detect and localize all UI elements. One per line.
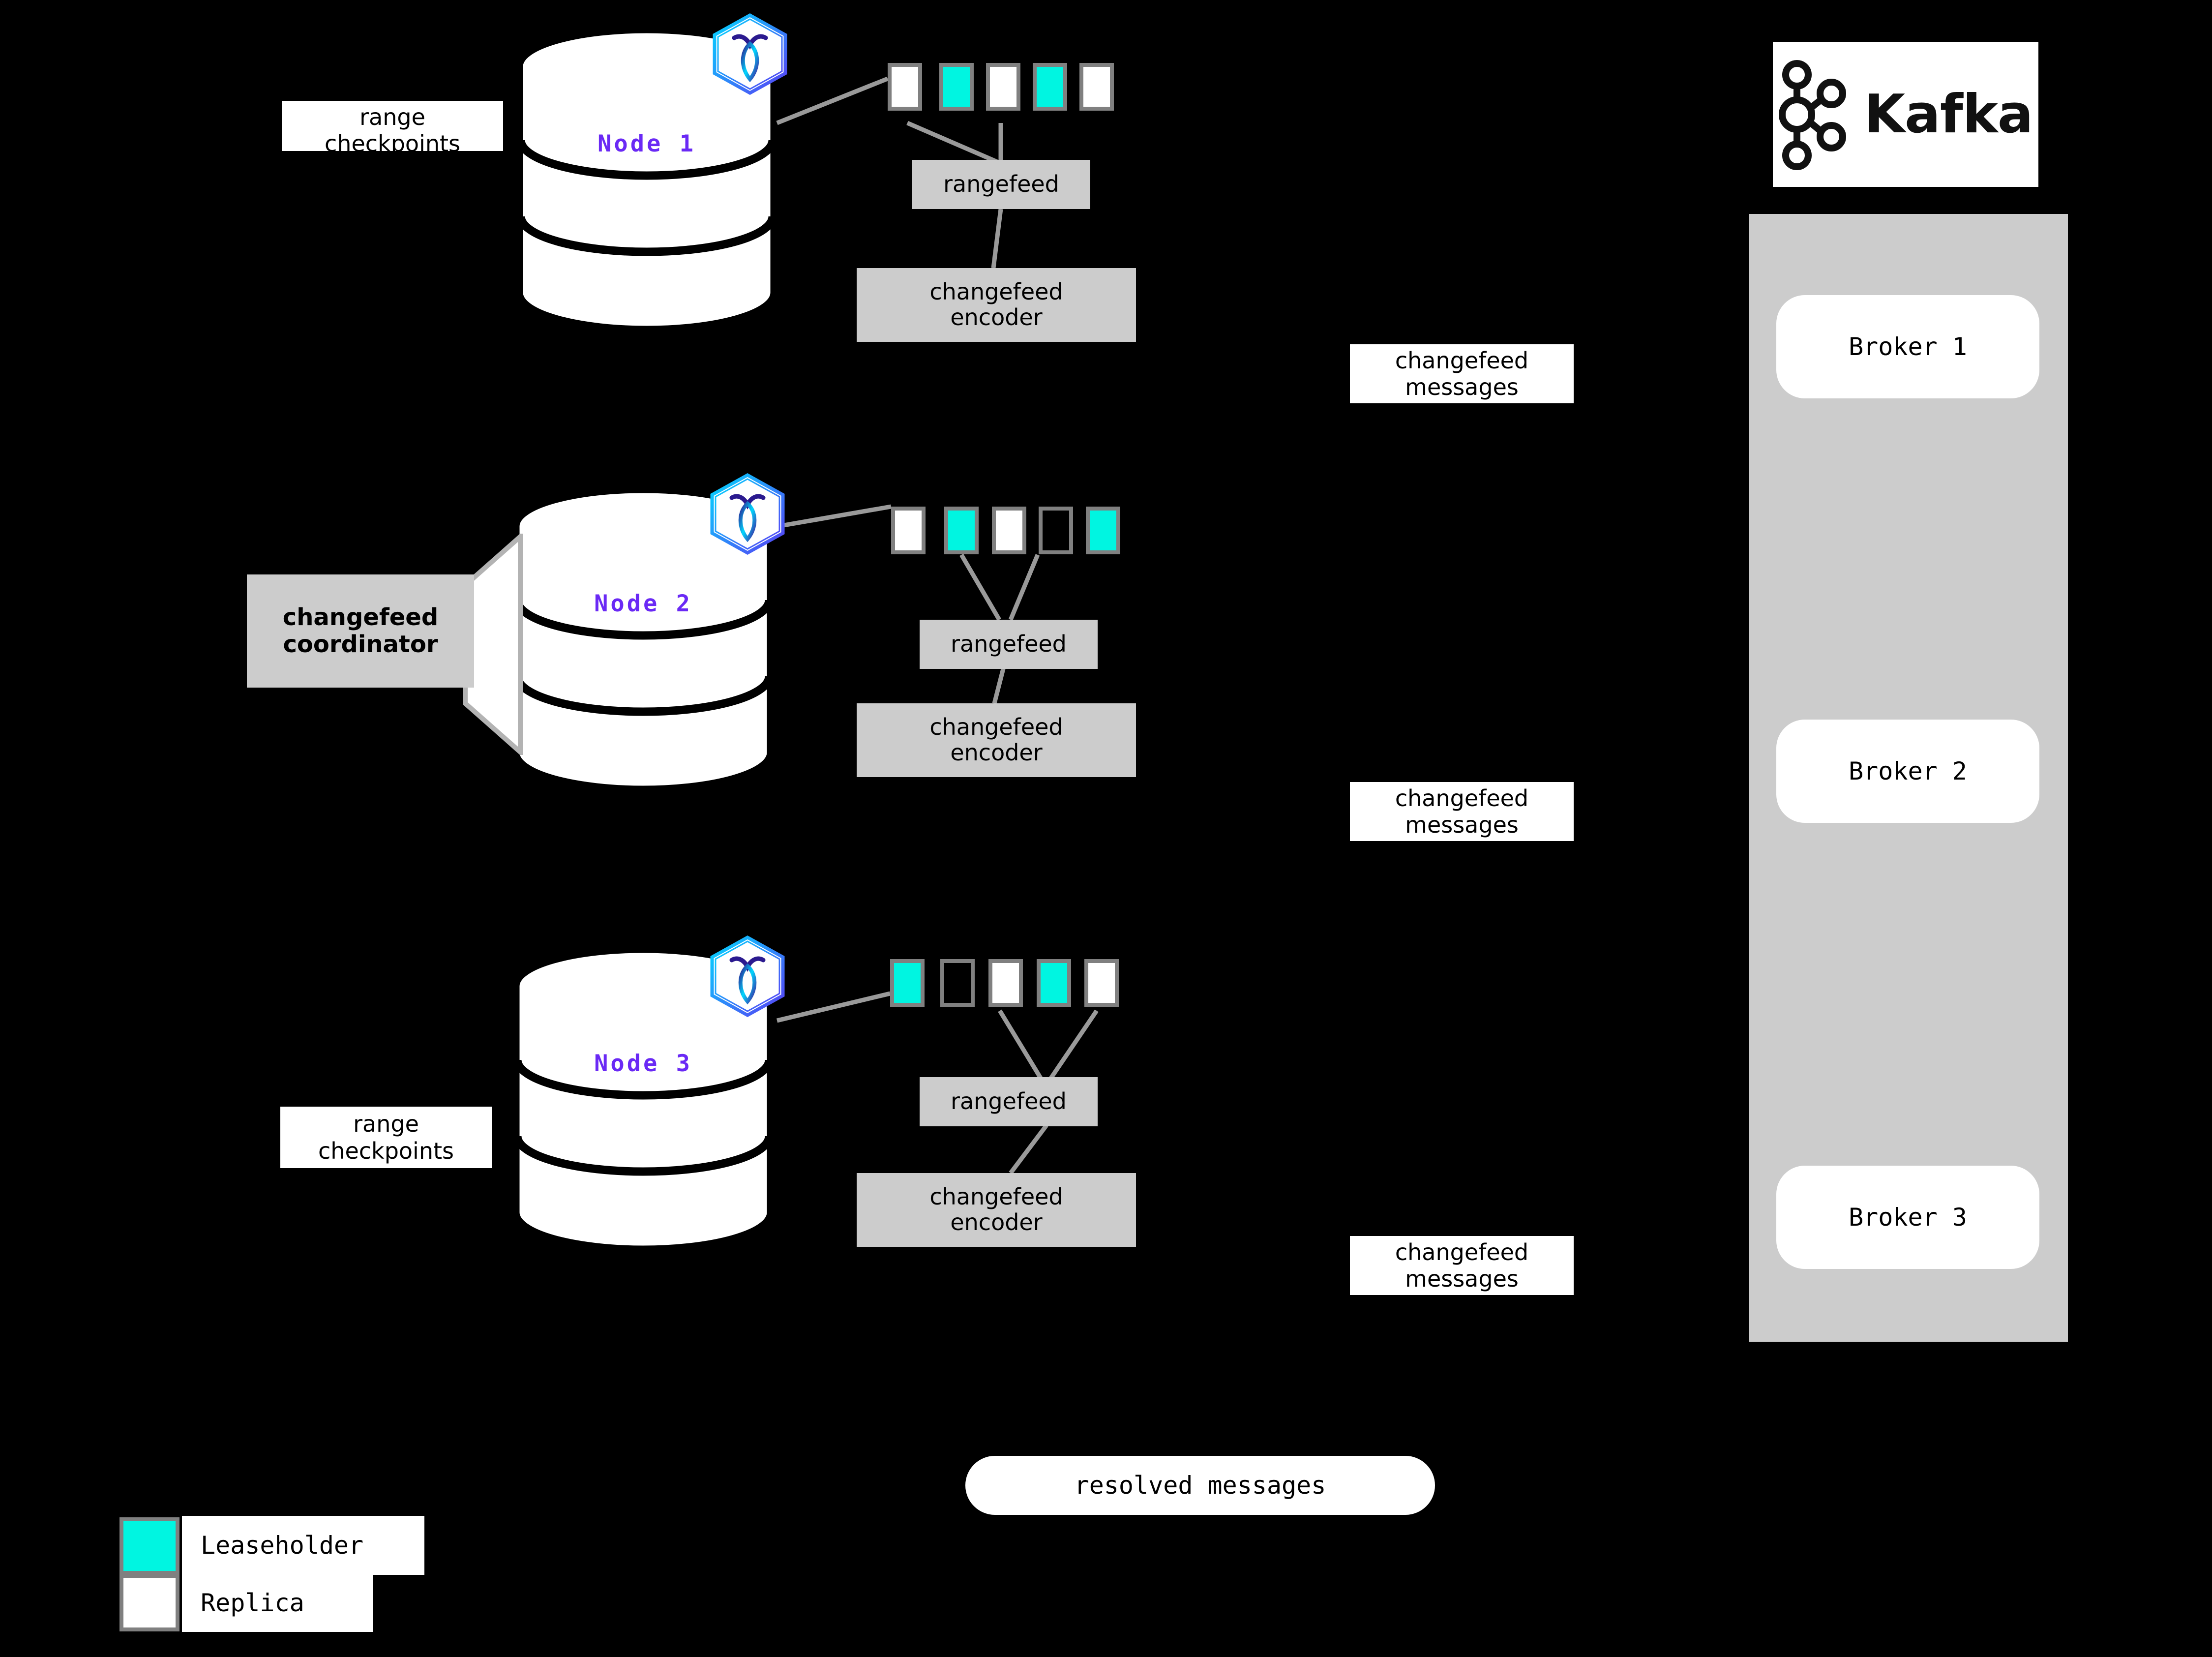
node-3-rangefeed-box[interactable]: rangefeed [920, 1077, 1098, 1126]
resolved-messages-pill[interactable]: resolved messages [965, 1456, 1435, 1515]
node-1-cylinder: Node 1 [519, 30, 775, 330]
kafka-broker-1[interactable]: Broker 1 [1776, 295, 2039, 398]
kafka-inbound-arrowhead [2090, 325, 2212, 364]
node-3-range-5[interactable] [1084, 959, 1119, 1007]
node-2-rangefeed-box[interactable]: rangefeed [920, 620, 1098, 669]
node-1-range-5[interactable] [1079, 63, 1114, 111]
node-2-changefeed-encoder-box[interactable]: changefeed encoder [857, 703, 1136, 777]
node-2-range-1[interactable] [891, 507, 926, 554]
node-2-range-2[interactable] [944, 507, 979, 554]
node-1-rangefeed-box[interactable]: rangefeed [912, 160, 1090, 209]
node-2-range-5[interactable] [1086, 507, 1120, 554]
node-2-range-3[interactable] [992, 507, 1026, 554]
node-3-changefeed-messages-label: changefeed messages [1350, 1236, 1574, 1295]
kafka-broker-3[interactable]: Broker 3 [1776, 1166, 2039, 1269]
cockroachdb-logo-icon [708, 472, 787, 556]
kafka-broker-2[interactable]: Broker 2 [1776, 720, 2039, 823]
node-3-range-3[interactable] [988, 959, 1023, 1007]
legend-swatch-replica [120, 1574, 179, 1631]
node-2-range-4[interactable] [1039, 507, 1073, 554]
node-1-label: Node 1 [598, 130, 696, 157]
kafka-wordmark: Kafka [1864, 84, 2033, 145]
node-2-changefeed-messages-label: changefeed messages [1350, 782, 1574, 841]
node-1-range-2[interactable] [939, 63, 974, 111]
node-3-cylinder: Node 3 [515, 949, 771, 1249]
node-3-changefeed-encoder-box[interactable]: changefeed encoder [857, 1173, 1136, 1247]
node-1-range-checkpoints-label: range checkpoints [282, 101, 503, 157]
cockroachdb-logo-icon [711, 12, 789, 96]
node-3-range-1[interactable] [890, 959, 925, 1007]
coordinator-callout-pointer [463, 534, 523, 755]
node-1-changefeed-encoder-box[interactable]: changefeed encoder [857, 268, 1136, 342]
legend-swatch-leaseholder [120, 1517, 179, 1575]
kafka-nodes-icon [1779, 60, 1847, 170]
node-3-range-2[interactable] [940, 959, 975, 1007]
node-1-range-4[interactable] [1033, 63, 1067, 111]
legend-label-leaseholder: Leaseholder [182, 1516, 424, 1575]
node-2-label: Node 2 [594, 590, 692, 617]
node-3-range-checkpoints-label: range checkpoints [280, 1107, 492, 1168]
node-1-range-1[interactable] [888, 63, 922, 111]
node-1-changefeed-messages-label: changefeed messages [1350, 344, 1574, 403]
node-3-range-4[interactable] [1037, 959, 1071, 1007]
node-1-range-3[interactable] [986, 63, 1020, 111]
changefeed-coordinator-box[interactable]: changefeed coordinator [247, 574, 474, 688]
kafka-logo: Kafka [1773, 42, 2038, 187]
node-2-cylinder: Node 2 [515, 489, 771, 789]
cockroachdb-logo-icon [708, 934, 787, 1018]
legend-label-replica: Replica [182, 1574, 373, 1632]
node-3-label: Node 3 [594, 1050, 692, 1077]
